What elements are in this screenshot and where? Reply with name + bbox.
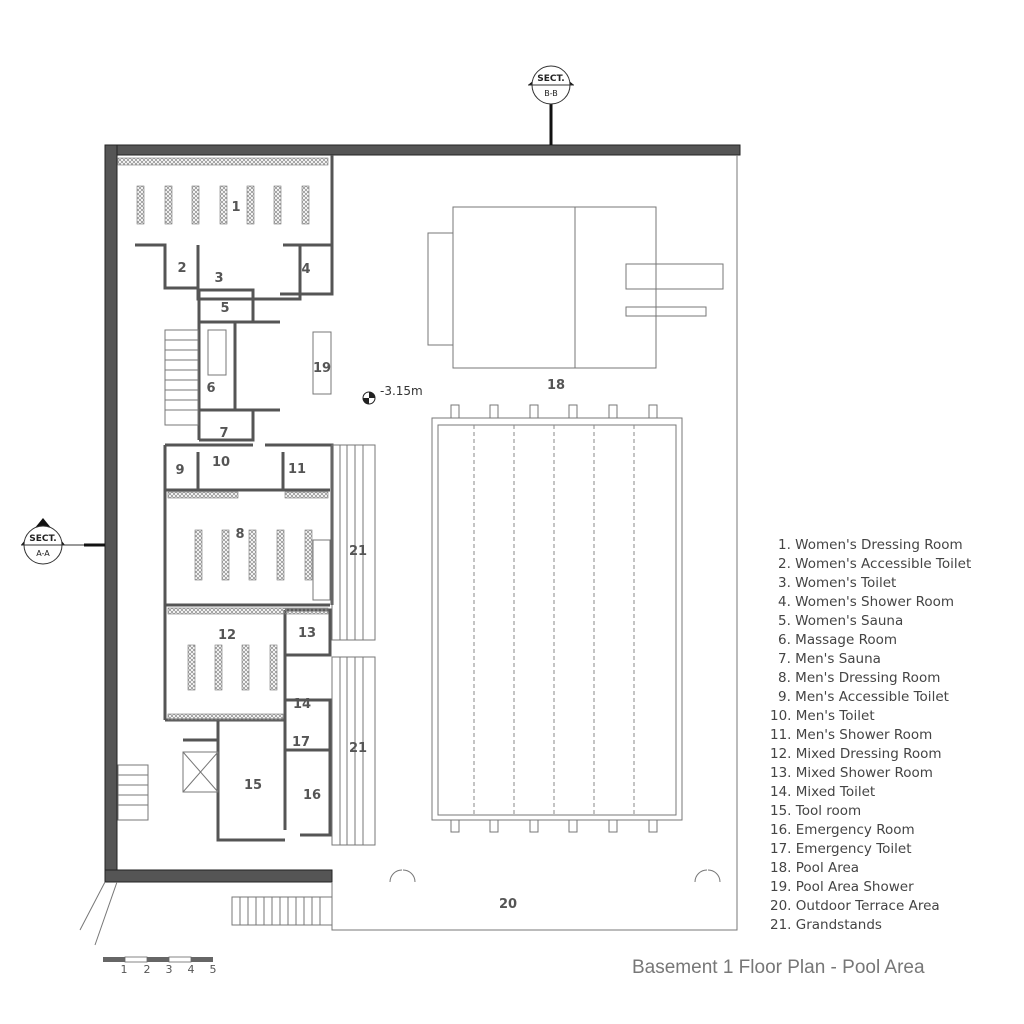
diving-pool — [427, 206, 724, 369]
legend-item: 13. Mixed Shower Room — [770, 765, 933, 781]
room-number: 12 — [218, 628, 236, 643]
room-number: 21 — [349, 544, 367, 559]
room-number: 2 — [177, 261, 186, 276]
legend-item: 10. Men's Toilet — [770, 708, 875, 724]
grandstands — [331, 444, 376, 846]
scale-tick: 2 — [144, 963, 151, 976]
room-number: 19 — [313, 361, 331, 376]
section-label-bottom: B-B — [544, 89, 558, 98]
terrace-doors — [389, 869, 721, 883]
scale-bar: 1 2 3 4 5 — [103, 956, 217, 976]
room-number: 16 — [303, 788, 321, 803]
legend-item: 17. Emergency Toilet — [770, 841, 912, 857]
legend-item: 20. Outdoor Terrace Area — [770, 898, 940, 914]
room-number: 3 — [214, 271, 223, 286]
room-number: 13 — [298, 626, 316, 641]
scale-tick: 4 — [188, 963, 195, 976]
legend-item: 11. Men's Shower Room — [770, 727, 932, 743]
swimming-pool — [431, 404, 683, 833]
legend-item: 19. Pool Area Shower — [770, 879, 914, 895]
legend-item: 9. Men's Accessible Toilet — [778, 689, 949, 705]
section-label-top: SECT. — [537, 74, 564, 84]
section-marker-b-b: SECT. B-B — [528, 65, 574, 145]
room-number: 15 — [244, 778, 262, 793]
room-number: 17 — [292, 735, 310, 750]
room-number: 18 — [547, 378, 565, 393]
scale-tick: 5 — [210, 963, 217, 976]
legend-item: 14. Mixed Toilet — [770, 784, 875, 800]
room-number: 5 — [220, 301, 229, 316]
legend-item: 18. Pool Area — [770, 860, 859, 876]
stairs — [117, 329, 333, 926]
drawing-title: Basement 1 Floor Plan - Pool Area — [632, 957, 925, 978]
room-number: 21 — [349, 741, 367, 756]
legend-item: 5. Women's Sauna — [778, 613, 903, 629]
legend-item: 2. Women's Accessible Toilet — [778, 556, 971, 572]
section-marker-a-a: SECT. A-A — [21, 518, 105, 565]
room-number: 4 — [301, 262, 310, 277]
elevation-label: -3.15m — [380, 384, 423, 398]
room-number: 11 — [288, 462, 306, 477]
massage-table — [207, 329, 227, 376]
room-number: 14 — [293, 697, 311, 712]
scale-tick: 3 — [166, 963, 173, 976]
legend-item: 15. Tool room — [770, 803, 861, 819]
room-number: 9 — [175, 463, 184, 478]
legend: 1. Women's Dressing Room 2. Women's Acce… — [770, 537, 971, 933]
pool-area-shower — [312, 331, 332, 395]
legend-item: 7. Men's Sauna — [778, 651, 881, 667]
room-number: 6 — [206, 381, 215, 396]
section-label-top: SECT. — [29, 534, 56, 544]
room-numbers: 1 2 3 4 5 6 7 8 9 10 11 12 13 14 15 16 1… — [175, 200, 565, 912]
room-number: 8 — [235, 527, 244, 542]
bench-hatch — [167, 491, 239, 499]
section-label-bottom: A-A — [36, 549, 50, 558]
legend-item: 12. Mixed Dressing Room — [770, 746, 942, 762]
room-number: 20 — [499, 897, 517, 912]
legend-item: 3. Women's Toilet — [778, 575, 896, 591]
bench-hatch — [167, 713, 284, 721]
room-number: 1 — [231, 200, 240, 215]
bench-hatch — [284, 491, 329, 499]
room-number: 7 — [219, 426, 228, 441]
legend-item: 1. Women's Dressing Room — [778, 537, 963, 553]
legend-item: 16. Emergency Room — [770, 822, 915, 838]
room-number: 10 — [212, 455, 230, 470]
lockers — [136, 185, 313, 691]
bench-hatch — [167, 607, 329, 615]
legend-item: 8. Men's Dressing Room — [778, 670, 940, 686]
scale-tick: 1 — [121, 963, 128, 976]
legend-item: 6. Massage Room — [778, 632, 897, 648]
elevation-marker: -3.15m — [362, 384, 423, 405]
legend-item: 4. Women's Shower Room — [778, 594, 954, 610]
bench-hatch — [117, 157, 329, 166]
legend-item: 21. Grandstands — [770, 917, 882, 933]
